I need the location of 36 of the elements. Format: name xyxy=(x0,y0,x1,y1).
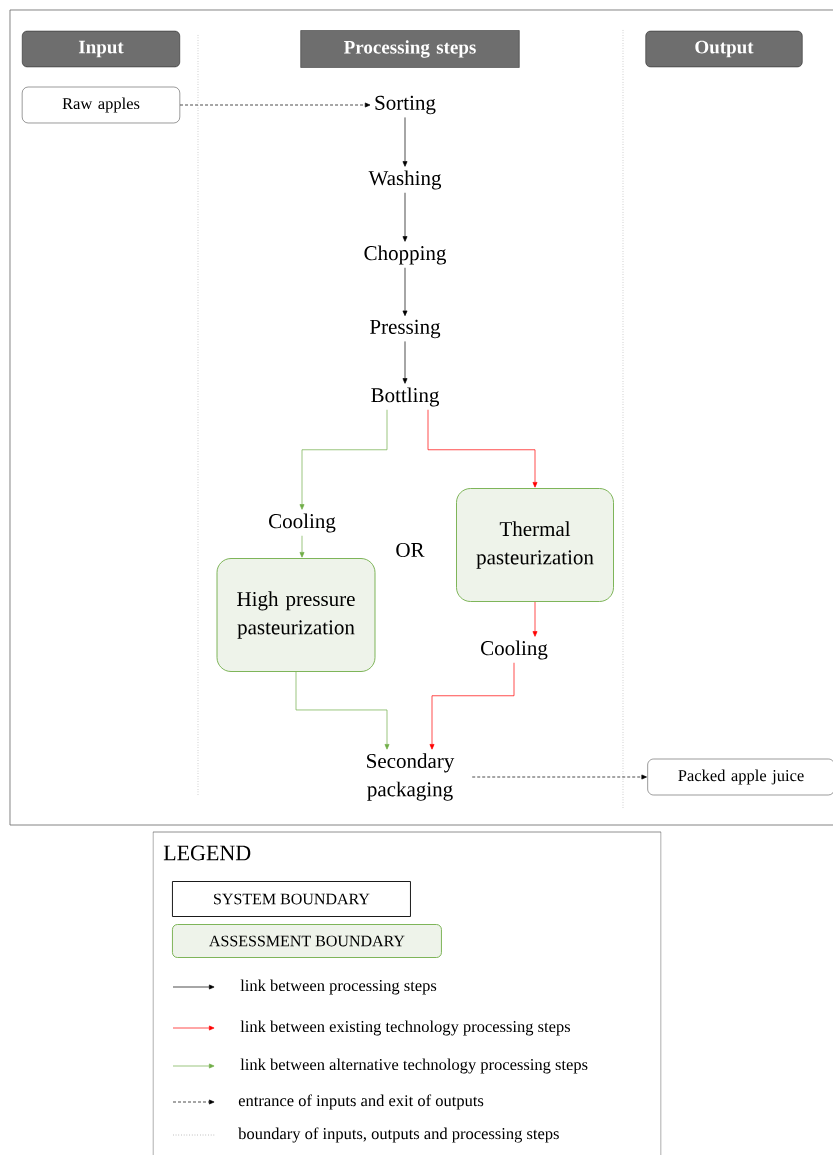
arrow xyxy=(471,774,647,780)
process-step: Cooling xyxy=(481,640,548,660)
process-step: Cooling xyxy=(269,513,336,533)
io-box: Packed apple juice xyxy=(647,758,833,796)
arrow xyxy=(299,535,305,558)
process-step: Pressing xyxy=(370,319,441,339)
arrow xyxy=(295,671,390,750)
io-box: Raw apples xyxy=(21,86,181,124)
arrow xyxy=(429,662,515,750)
arrow xyxy=(402,117,408,167)
process-step: Washing xyxy=(368,170,442,190)
legend-box: ASSESSMENT BOUNDARY xyxy=(172,924,442,958)
process-step: Chopping xyxy=(364,245,447,265)
legend-text: entrance of inputs and exit of outputs xyxy=(238,1094,484,1110)
process-step: Sorting xyxy=(375,95,436,115)
process-step: Secondary packaging xyxy=(367,753,455,801)
process-step: Bottling xyxy=(371,387,440,407)
column-header: Input xyxy=(21,30,181,68)
or-label: OR xyxy=(396,542,425,558)
legend-text: boundary of inputs, outputs and processing steps xyxy=(238,1127,559,1143)
column-header: Processing steps xyxy=(300,30,520,68)
legend-text: link between existing technology processing steps xyxy=(240,1020,571,1036)
legend-title: LEGEND xyxy=(163,845,251,861)
assessment-box: Thermal pasteurization xyxy=(456,488,614,602)
assessment-box: High pressure pasteurization xyxy=(216,558,376,672)
arrow xyxy=(299,409,388,510)
legend-text: link between alternative technology processing steps xyxy=(240,1058,588,1074)
arrow xyxy=(532,601,538,637)
arrow xyxy=(402,341,408,384)
arrow xyxy=(402,192,408,242)
arrow xyxy=(402,267,408,317)
legend-box: SYSTEM BOUNDARY xyxy=(172,881,411,917)
legend-text: link between processing steps xyxy=(240,979,437,995)
arrow xyxy=(179,102,371,108)
column-header: Output xyxy=(645,30,803,68)
arrow xyxy=(427,409,538,488)
